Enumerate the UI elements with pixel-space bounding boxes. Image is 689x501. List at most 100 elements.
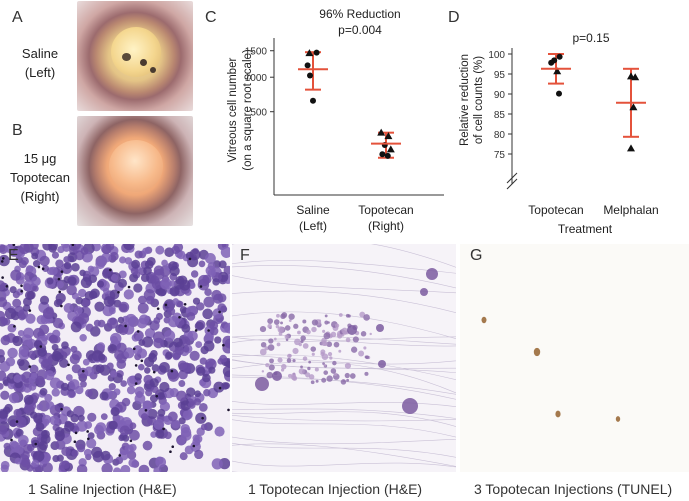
cell-debris bbox=[268, 364, 275, 371]
pyknotic-nucleus bbox=[81, 369, 85, 373]
tumor-cell bbox=[157, 408, 166, 417]
chart-d-ytick-label: 100 bbox=[488, 50, 505, 61]
tumor-cell bbox=[203, 389, 211, 397]
chart-c-xtick-label: Saline bbox=[296, 203, 330, 217]
data-point-circle bbox=[379, 151, 386, 158]
tumor-cell bbox=[13, 408, 22, 418]
tumor-cell bbox=[123, 347, 135, 359]
pyknotic-nucleus bbox=[74, 431, 78, 435]
tumor-cell bbox=[200, 423, 208, 431]
cell-debris bbox=[292, 347, 299, 355]
tumor-cell bbox=[48, 244, 57, 253]
tumor-cell bbox=[39, 255, 50, 267]
tumor-cell-cluster bbox=[402, 398, 418, 414]
cell-debris bbox=[288, 313, 295, 320]
tumor-cell bbox=[18, 359, 30, 371]
tumor-cell bbox=[224, 338, 230, 349]
cell-debris bbox=[310, 346, 317, 352]
tumor-cell bbox=[213, 381, 225, 393]
topotecan-histology-image bbox=[232, 244, 456, 472]
tumor-cell bbox=[80, 380, 87, 388]
tunel-positive-cell bbox=[615, 416, 621, 422]
tumor-cell bbox=[137, 363, 145, 371]
tunel-positive-cell bbox=[481, 316, 487, 324]
tumor-cell bbox=[214, 426, 225, 437]
tumor-cell bbox=[217, 303, 227, 313]
cell-debris bbox=[288, 319, 292, 322]
panel-b-label-line1: 15 μg bbox=[23, 151, 57, 166]
tumor-cell-cluster bbox=[378, 360, 386, 368]
cell-debris bbox=[314, 367, 319, 372]
tumor-cell bbox=[0, 409, 8, 419]
tumor-cell bbox=[83, 448, 92, 457]
data-point-circle bbox=[307, 72, 313, 79]
tumor-cell bbox=[155, 245, 165, 255]
tumor-cell bbox=[17, 309, 29, 320]
vitreous-fiber bbox=[232, 244, 456, 268]
tumor-cell bbox=[66, 284, 77, 296]
pyknotic-nucleus bbox=[155, 394, 159, 398]
cell-debris bbox=[340, 379, 347, 385]
pyknotic-nucleus bbox=[218, 386, 222, 390]
tumor-cell bbox=[78, 414, 85, 422]
vitreous-fiber bbox=[232, 275, 456, 294]
tumor-cell bbox=[73, 305, 83, 315]
tumor-cell bbox=[198, 402, 208, 412]
cell-debris bbox=[323, 332, 331, 340]
tumor-cell bbox=[62, 244, 71, 252]
tumor-cell bbox=[51, 388, 60, 397]
tumor-cell bbox=[29, 364, 39, 374]
cell-debris bbox=[267, 323, 273, 329]
tumor-cell bbox=[190, 270, 199, 278]
tumor-cell bbox=[103, 296, 115, 307]
tumor-cell bbox=[184, 445, 194, 455]
tumor-cell bbox=[109, 289, 120, 300]
tumor-cell bbox=[143, 266, 152, 276]
vitreous-fiber bbox=[232, 471, 239, 472]
cell-debris bbox=[276, 313, 280, 318]
tumor-cell bbox=[82, 358, 90, 366]
cell-debris bbox=[267, 318, 273, 324]
tumor-cell bbox=[31, 276, 41, 287]
tumor-cell bbox=[18, 244, 30, 255]
tumor-cell bbox=[70, 321, 82, 333]
tumor-cell bbox=[178, 417, 186, 425]
chart-c-ytick-label: 1000 bbox=[245, 73, 268, 84]
pyknotic-nucleus bbox=[28, 309, 32, 312]
cell-debris bbox=[285, 338, 289, 341]
tumor-cell bbox=[202, 308, 213, 320]
pyknotic-nucleus bbox=[5, 284, 9, 288]
tumor-cell bbox=[10, 269, 22, 281]
pyknotic-nucleus bbox=[129, 439, 133, 443]
cell-debris bbox=[358, 350, 365, 357]
cell-debris bbox=[302, 356, 308, 361]
cell-debris bbox=[326, 375, 333, 382]
panel-a-label-line1: Saline bbox=[21, 46, 59, 61]
pyknotic-nucleus bbox=[134, 364, 138, 367]
tumor-cell bbox=[5, 357, 16, 367]
pyknotic-nucleus bbox=[37, 265, 41, 269]
tumor-cell bbox=[181, 323, 191, 333]
tumor-cell bbox=[153, 317, 161, 324]
tumor-cell bbox=[0, 310, 6, 321]
tumor-cell bbox=[222, 365, 230, 378]
tumor-cell bbox=[110, 406, 120, 417]
tumor-cell bbox=[167, 316, 180, 328]
pyknotic-nucleus bbox=[183, 302, 187, 306]
pyknotic-nucleus bbox=[194, 329, 198, 332]
tumor-cell bbox=[203, 340, 215, 352]
tumor-cell bbox=[32, 450, 45, 462]
chart-c-ytick-label: 500 bbox=[250, 108, 267, 119]
pyknotic-nucleus bbox=[218, 310, 221, 314]
data-point-circle bbox=[304, 62, 311, 69]
tumor-cell bbox=[151, 385, 159, 394]
tumor-cell bbox=[138, 295, 147, 305]
vitreous-fiber bbox=[232, 290, 456, 314]
tumor-cell bbox=[44, 370, 55, 381]
tumor-cell bbox=[132, 345, 143, 355]
chart-d-xlabel: Treatment bbox=[558, 222, 613, 236]
cell-debris bbox=[322, 329, 326, 333]
tumor-cell bbox=[107, 343, 118, 354]
tumor-cell bbox=[77, 312, 90, 324]
tumor-cell bbox=[173, 337, 183, 348]
